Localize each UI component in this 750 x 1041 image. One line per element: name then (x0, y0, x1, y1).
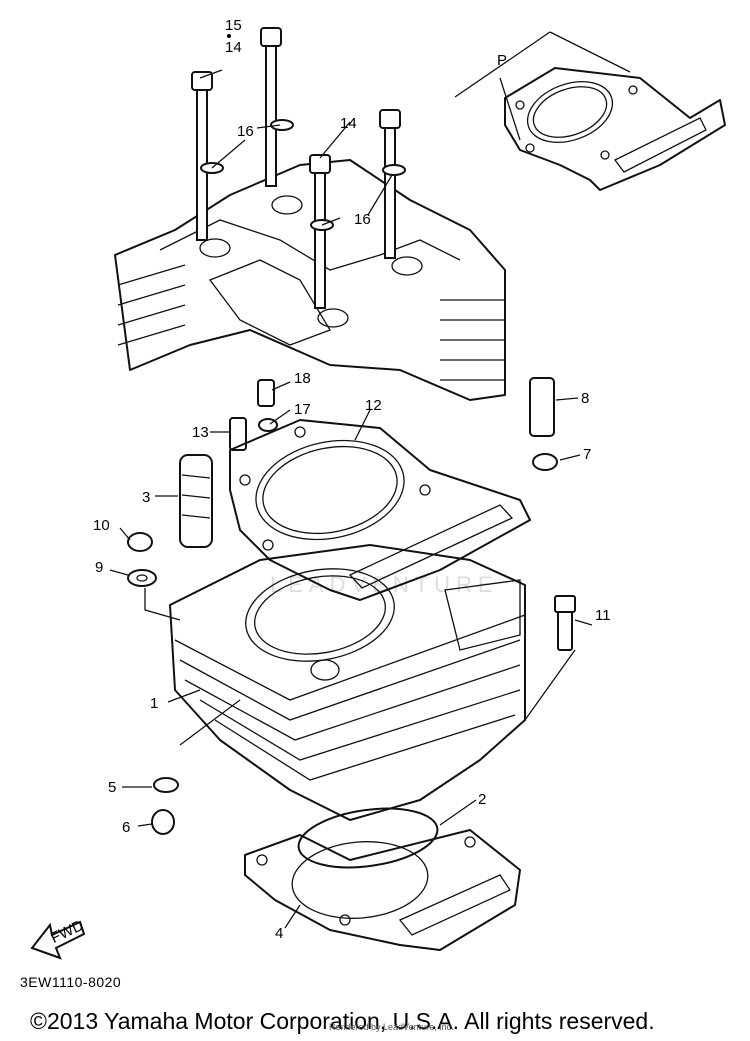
cylinder-block (169, 544, 526, 821)
callout-11: 11 (595, 607, 611, 624)
callout-14-right: 14 (340, 115, 357, 132)
o-ring (297, 807, 439, 869)
diagram-code: 3EW1110-8020 (20, 974, 122, 990)
callout-18: 18 (294, 370, 311, 387)
callout-1: 1 (150, 695, 158, 712)
callout-9: 9 (95, 559, 103, 576)
callout-3: 3 (142, 489, 150, 506)
copyright-notice: ©2013 Yamaha Motor Corporation, U.S.A. A… (30, 1008, 655, 1034)
rendered-by-credit: Rendered by LeadVenture, Inc. (329, 1022, 454, 1032)
callout-14-top: 14 (225, 39, 242, 56)
callout-labels: 1 2 3 4 5 6 7 8 9 10 11 12 13 14 14 15 1… (93, 17, 611, 942)
callout-2: 2 (478, 791, 486, 808)
callout-16-left: 16 (237, 123, 254, 140)
callout-16-right: 16 (354, 211, 371, 228)
fwd-arrow-icon: FWD (30, 917, 86, 960)
callout-4: 4 (275, 925, 283, 942)
callout-7: 7 (583, 446, 591, 463)
callout-17: 17 (294, 401, 311, 418)
callout-13: 13 (192, 424, 209, 441)
callout-12: 12 (365, 397, 382, 414)
leader-lines (109, 69, 593, 929)
callout-P: P (497, 52, 507, 69)
callout-15: 15 (225, 17, 242, 34)
callout-5: 5 (108, 779, 116, 796)
head-bolts (191, 27, 406, 309)
cylinder-head (114, 159, 506, 401)
base-gasket (244, 829, 521, 951)
callout-10: 10 (93, 517, 110, 534)
head-gasket-middle (229, 419, 531, 601)
callout-6: 6 (122, 819, 130, 836)
head-gasket-top-right (454, 31, 726, 191)
callout-8: 8 (581, 390, 589, 407)
